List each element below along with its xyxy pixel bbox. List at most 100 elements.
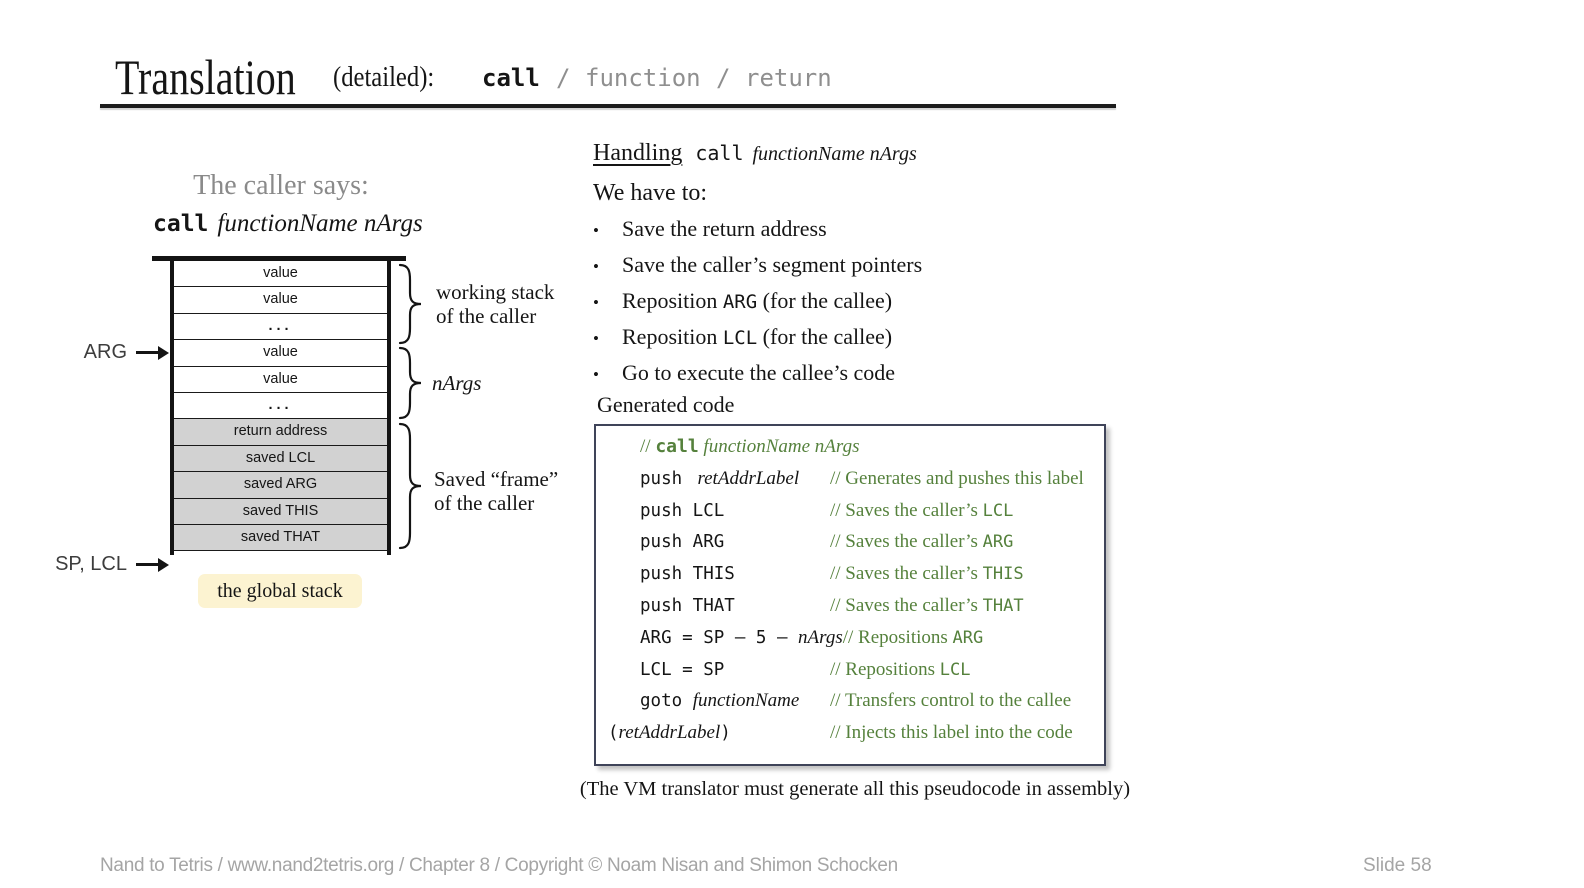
code-comment: // Repositions ARG (843, 627, 984, 649)
text-segment: Go to execute the callee’s code (622, 360, 896, 385)
stack-row: value (174, 340, 387, 367)
code-comment: // Saves the caller’s LCL (830, 500, 1013, 522)
handling-heading-keyword: call (695, 141, 744, 165)
text-segment: ARG (952, 627, 984, 648)
code-text: (retAddrLabel) (608, 722, 830, 744)
text-segment: // Saves the caller’s (830, 563, 983, 585)
stack-row: value (174, 261, 387, 288)
bullet-icon: • (593, 221, 599, 240)
bullet-text: Go to execute the callee’s code (622, 361, 895, 387)
working-stack-label: working stack of the caller (436, 280, 555, 328)
title-underline (100, 104, 1116, 108)
stack-row: ... (174, 392, 387, 420)
text-segment: Reposition (622, 324, 723, 349)
bullet-item: • Save the return address (593, 217, 1113, 243)
text-segment: LCL (982, 500, 1014, 521)
page-title: Translation (115, 49, 296, 105)
text-segment: // Repositions (830, 658, 940, 680)
bullet-item: • Reposition LCL (for the callee) (593, 325, 1113, 351)
text-segment: LCL (939, 659, 971, 680)
code-text: LCL = SP (640, 659, 830, 681)
code-box-caption: (The VM translator must generate all thi… (579, 778, 1131, 800)
text-segment: // Injects this label into the code (830, 722, 1073, 744)
text-segment: Reposition (622, 288, 723, 313)
text-segment: THIS (982, 564, 1024, 585)
caller-command-keyword: call (153, 211, 209, 237)
code-line: push ARG// Saves the caller’s ARG (640, 531, 1098, 563)
text-segment: // Transfers control to the callee (830, 690, 1072, 712)
text-segment: // Saves the caller’s (830, 594, 983, 616)
saved-frame-label: Saved “frame” of the caller (434, 467, 559, 515)
bullet-text: Save the caller’s segment pointers (622, 253, 922, 279)
code-line: push retAddrLabel// Generates and pushes… (640, 468, 1098, 500)
code-line: push THIS // Saves the caller’s THIS (640, 563, 1098, 595)
text-segment: (for the callee) (757, 324, 893, 349)
code-comment: // Saves the caller’s THIS (830, 563, 1024, 585)
text-segment: LCL = SP (640, 659, 725, 680)
code-line: push THAT// Saves the caller’s THAT (640, 595, 1098, 627)
bullet-text: Save the return address (622, 217, 827, 243)
text-segment: // Repositions (842, 626, 953, 648)
sp-lcl-pointer-label: SP, LCL (55, 553, 127, 575)
bullet-icon: • (593, 329, 599, 348)
title-keyword-return: return (745, 64, 832, 92)
text-segment: // Saves the caller’s (830, 499, 983, 521)
bullet-text: Reposition ARG (for the callee) (622, 289, 892, 315)
text-segment: LCL (722, 327, 758, 349)
bullet-item: • Save the caller’s segment pointers (593, 253, 1113, 279)
code-line: goto functionName// Transfers control to… (640, 690, 1098, 722)
handling-heading-word: Handling (593, 140, 683, 166)
sp-lcl-pointer: SP, LCL (0, 553, 169, 576)
title-separator: / (716, 64, 731, 92)
title-keyword-call: call (482, 64, 540, 92)
stack-top-bar (152, 256, 406, 261)
title-qualifier: (detailed): (333, 62, 435, 93)
code-line: push LCL // Saves the caller’s LCL (640, 500, 1098, 532)
code-line: LCL = SP // Repositions LCL (640, 659, 1098, 691)
text-segment: retAddrLabel (618, 722, 721, 744)
nargs-label: nArgs (432, 371, 482, 395)
stack-row: saved LCL (174, 445, 387, 473)
code-text: push THAT (640, 595, 830, 617)
text-segment: // Saves the caller’s (830, 531, 983, 553)
text-segment: // Generates and pushes this label (830, 467, 1084, 489)
text-segment: functionName (692, 690, 800, 712)
text-segment: THAT (982, 595, 1024, 616)
bullet-text: Reposition LCL (for the callee) (622, 325, 892, 351)
code-text: push THIS (640, 563, 830, 585)
slide-number: Slide 58 (1363, 855, 1432, 876)
code-text: goto functionName (640, 690, 830, 712)
code-comment: // Saves the caller’s ARG (830, 531, 1013, 553)
bullet-icon: • (593, 257, 599, 276)
stack-row: saved THAT (174, 524, 387, 552)
code-comment: // Repositions LCL (830, 659, 971, 681)
bullet-item: •Reposition ARG (for the callee) (593, 289, 1113, 315)
right-arrow-icon (136, 345, 169, 360)
text-segment: ( (608, 723, 619, 744)
arg-pointer-label: ARG (83, 341, 127, 363)
text-segment: push LCL (640, 500, 725, 521)
text-segment: ARG (722, 291, 758, 313)
brace-nargs-icon (398, 346, 422, 420)
text-segment: call (655, 436, 699, 457)
generated-code-label: Generated code (597, 392, 735, 417)
brace-saved-frame-icon (398, 422, 422, 550)
code-text: push ARG (640, 531, 830, 553)
bullet-list: • Save the return address • Save the caller… (593, 217, 1113, 397)
title-separator: / (556, 64, 571, 92)
text-segment: functionName nArgs (698, 436, 860, 457)
code-comment: // Saves the caller’s THAT (830, 595, 1024, 617)
text-segment: retAddrLabel (692, 467, 800, 489)
text-segment: nArgs (798, 626, 843, 648)
text-segment: push THIS (640, 564, 735, 585)
text-segment: goto (640, 691, 693, 712)
text-segment: (for the callee) (757, 288, 893, 313)
arg-pointer: ARG (0, 341, 169, 364)
global-stack-caption: the global stack (198, 574, 362, 608)
handling-heading: Handling call functionName nArgs (593, 140, 917, 167)
brace-working-stack-icon (398, 263, 422, 345)
